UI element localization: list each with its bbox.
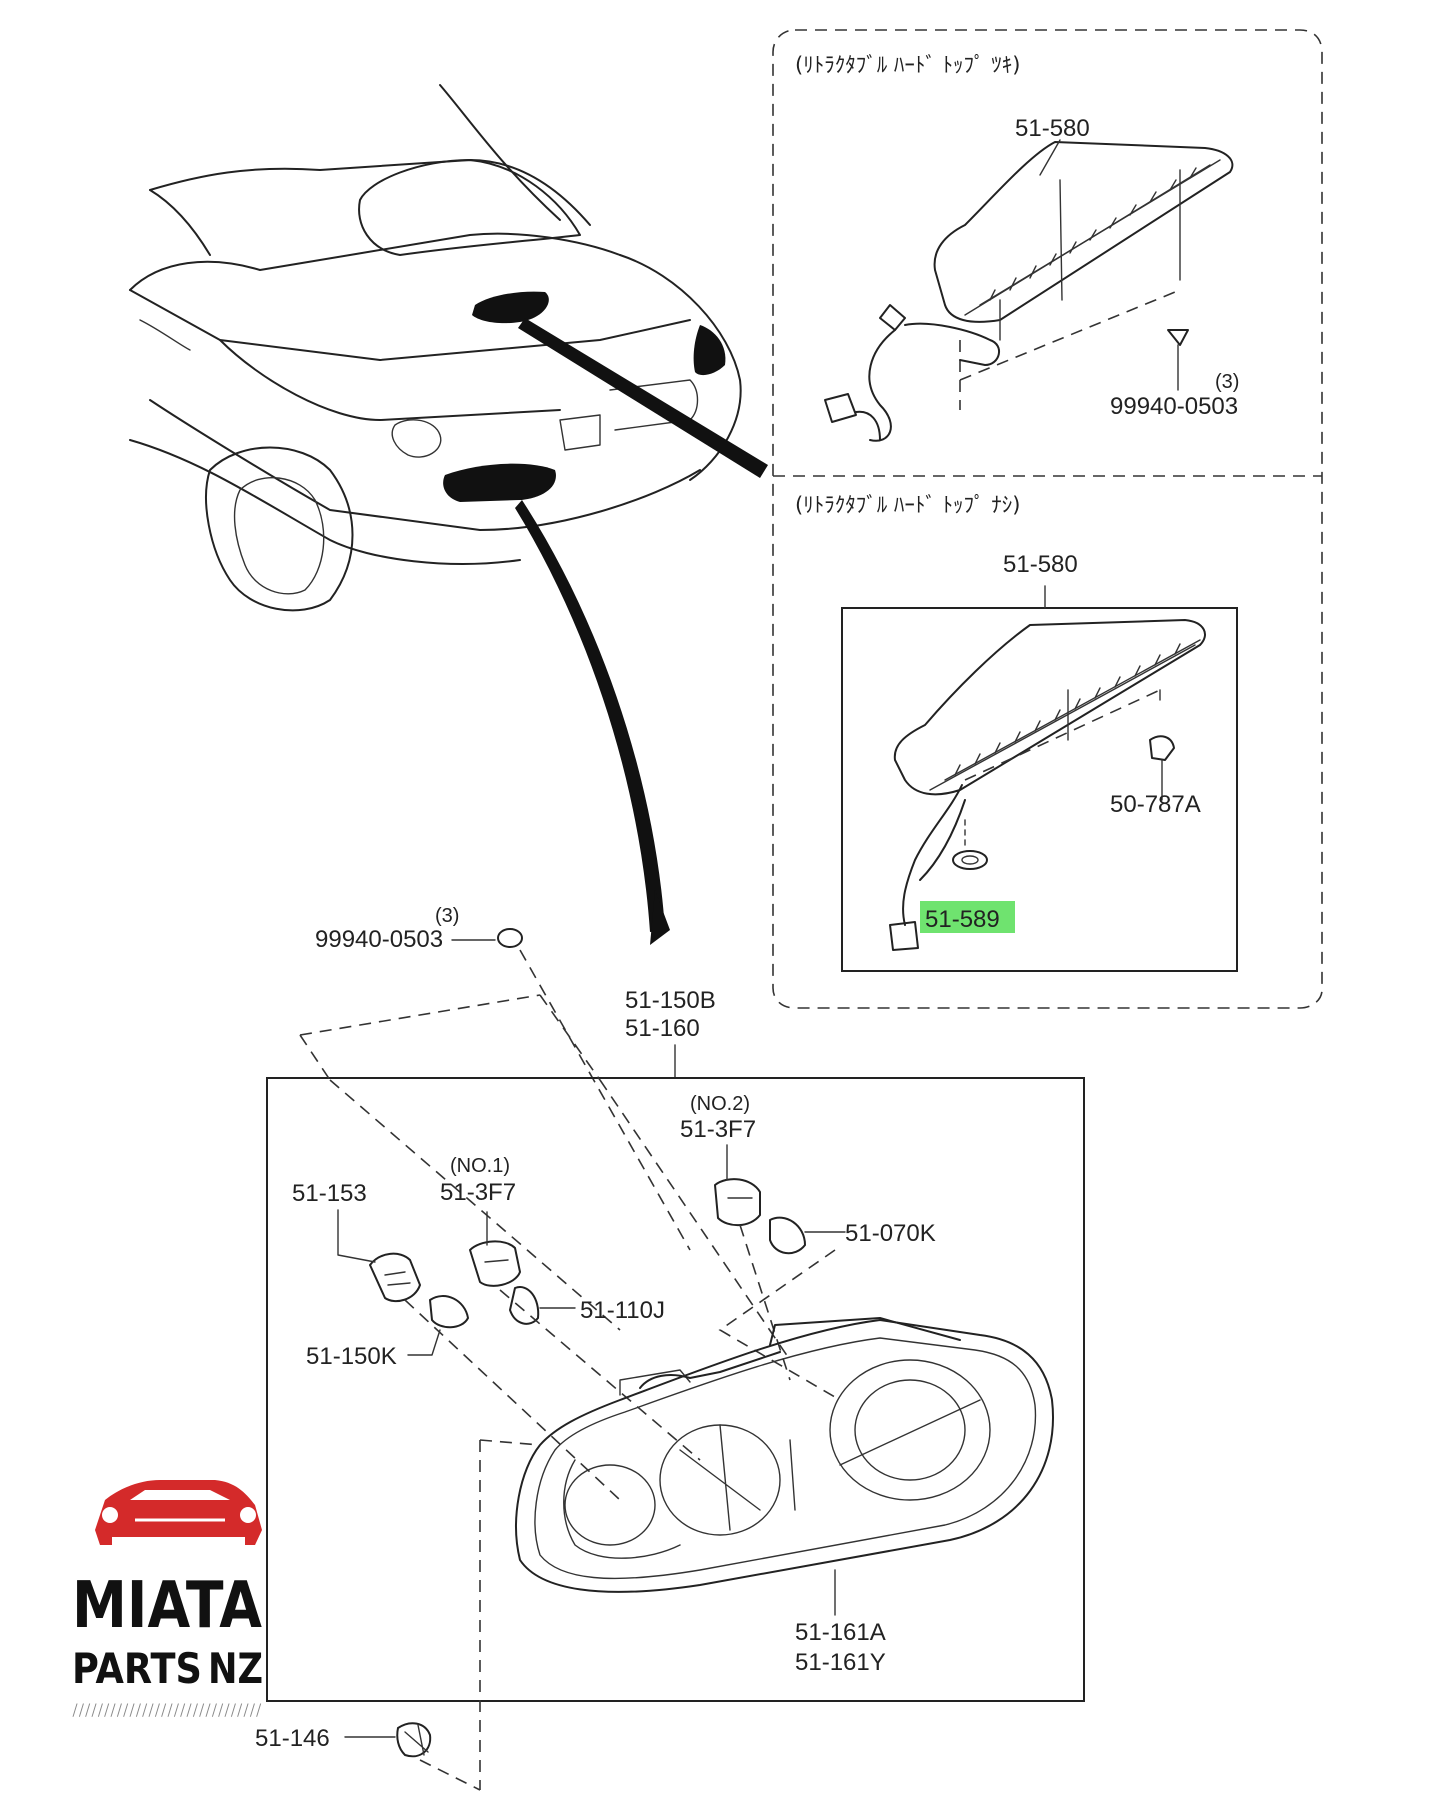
- label-99940-0503-upper: 99940-0503: [1110, 393, 1238, 420]
- label-99940-0503-qty-upper: (3): [1215, 371, 1239, 393]
- screw-left-drawing: [497, 928, 523, 948]
- label-51-580-lower: 51-580: [1003, 551, 1078, 578]
- logo-nz: NZ: [208, 1644, 263, 1693]
- variant-title-with-hardtop: (ﾘﾄﾗｸﾀﾌﾞﾙ ﾊｰﾄﾞ ﾄｯﾌﾟ ﾂｷ): [795, 53, 1020, 77]
- logo-stripes: //////////////////////////////: [72, 1700, 262, 1719]
- label-51-589: 51-589: [925, 906, 1000, 933]
- car-rear-illustration: [129, 84, 768, 945]
- label-51-161a: 51-161A: [795, 1619, 886, 1646]
- label-50-787a: 50-787A: [1110, 791, 1201, 818]
- label-51-150k: 51-150K: [306, 1343, 397, 1370]
- logo-miata: MIATA: [72, 1569, 262, 1643]
- upper-brake-light-drawing: [824, 141, 1234, 442]
- label-socket-no2-note: (NO.2): [690, 1093, 750, 1115]
- brake-light-box: [841, 607, 1238, 972]
- label-socket-no1-note: (NO.1): [450, 1155, 510, 1177]
- logo-parts: PARTS: [72, 1644, 202, 1693]
- label-51-110j: 51-110J: [580, 1297, 665, 1324]
- label-99940-0503-left: 99940-0503: [315, 926, 443, 953]
- socket-no2-drawing: [714, 1144, 846, 1401]
- label-51-150b: 51-150B: [625, 987, 716, 1014]
- label-51-3f7-no2: 51-3F7: [680, 1116, 756, 1143]
- miata-parts-nz-logo: MIATA PARTS NZ /////////////////////////…: [72, 1480, 263, 1719]
- lower-brake-light-drawing: [889, 619, 1206, 951]
- tail-light-assembly-box: [266, 1077, 1085, 1702]
- label-51-146: 51-146: [255, 1725, 330, 1752]
- label-99940-0503-qty-left: (3): [435, 905, 459, 927]
- tail-light-housing-drawing: [479, 1317, 1054, 1593]
- label-51-153: 51-153: [292, 1180, 367, 1207]
- label-51-3f7-no1: 51-3F7: [440, 1179, 516, 1206]
- variant-title-without-hardtop: (ﾘﾄﾗｸﾀﾌﾞﾙ ﾊｰﾄﾞ ﾄｯﾌﾟ ﾅｼ): [795, 493, 1020, 517]
- label-51-580-upper: 51-580: [1015, 115, 1090, 142]
- label-51-070k: 51-070K: [845, 1220, 936, 1247]
- label-51-160: 51-160: [625, 1015, 700, 1042]
- socket-no1-drawing: [469, 1211, 701, 1461]
- socket-51-153-drawing: [337, 1209, 621, 1501]
- variant-panel: [772, 29, 1323, 1009]
- part-51-589-highlight: [920, 901, 1015, 933]
- clip-51-146-drawing: [396, 1722, 432, 1758]
- label-51-161y: 51-161Y: [795, 1649, 886, 1676]
- car-logo-icon: [95, 1480, 262, 1545]
